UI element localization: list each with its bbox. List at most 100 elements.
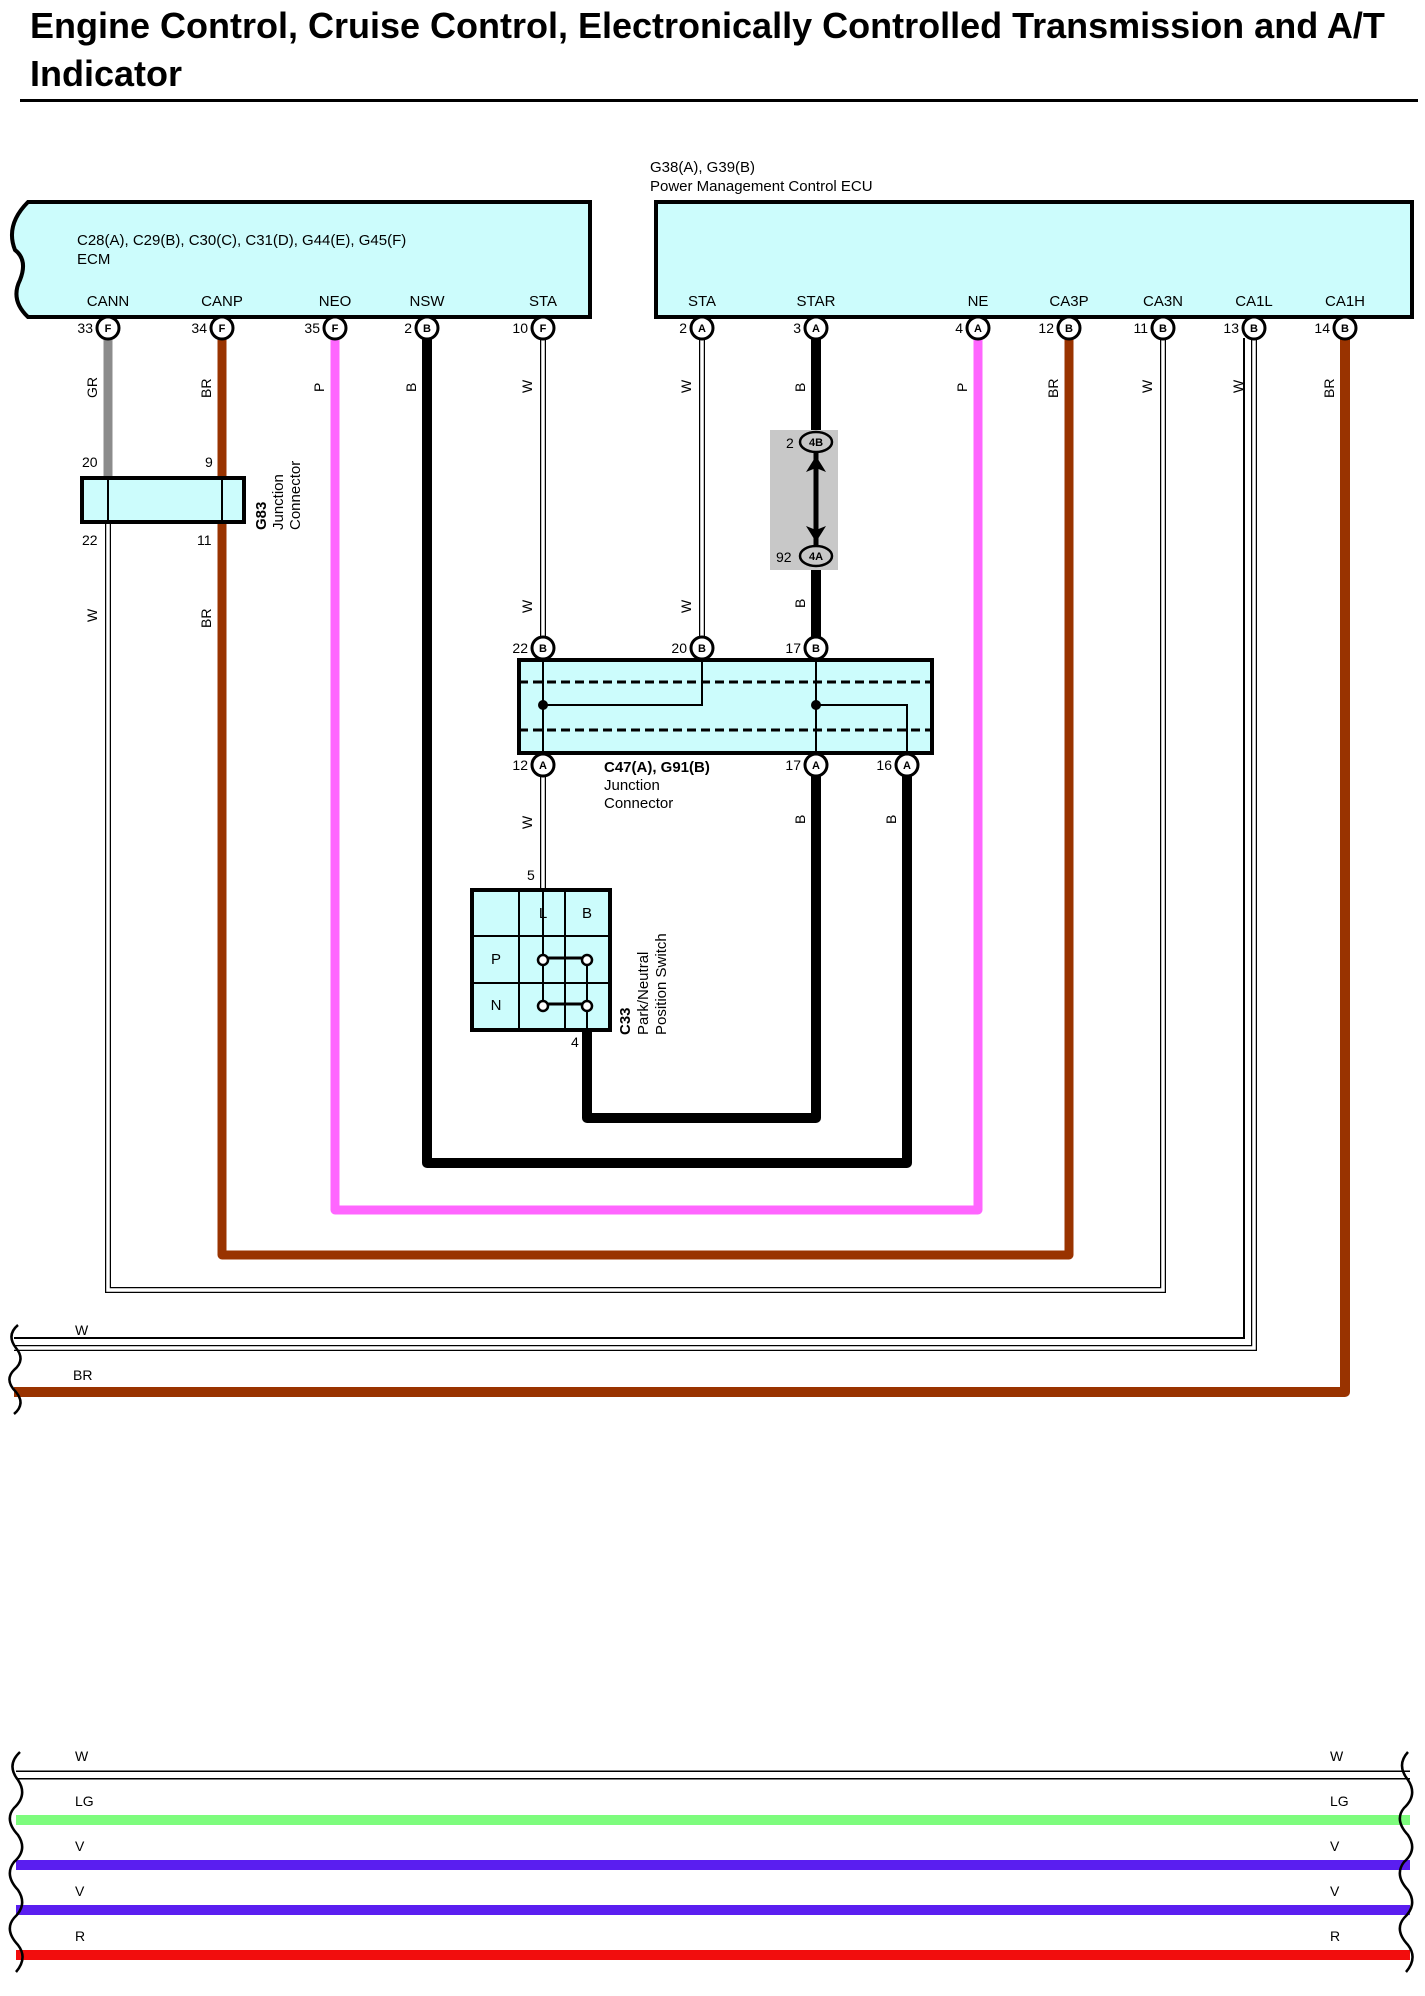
pmecu-box: [654, 200, 1414, 319]
c47-bottom-pin-0-pin: 12: [512, 757, 528, 773]
ecm-pin-sta-conn: F: [540, 323, 547, 335]
c33-pin-4: 4: [571, 1034, 579, 1050]
code-neo: P: [311, 383, 327, 392]
ecm-pin-nsw-pin: 2: [404, 320, 412, 336]
pmecu-pin-ca1h-circle: [1332, 315, 1358, 341]
bus-line-1-label-left: LG: [75, 1793, 94, 1809]
c47-bottom-pin-1-pin: 17: [785, 757, 801, 773]
pmecu-pin-ca3p-circle: [1056, 315, 1082, 341]
code-c47-w-in2: W: [678, 599, 694, 613]
ecm-pin-neo-circle: [322, 315, 348, 341]
code-star-lower: B: [792, 599, 808, 608]
c47-line2: Connector: [604, 795, 673, 812]
bus-line-3-label-left: V: [75, 1883, 85, 1899]
code-nsw: B: [403, 383, 419, 392]
bus-line-0-label-right: W: [1330, 1748, 1344, 1764]
ecm-signal-neo: NEO: [319, 293, 352, 310]
pmecu-pin-ne: A4: [955, 315, 991, 341]
ecm-pin-cann-conn: F: [105, 323, 112, 335]
ecm-pin-canp-pin: 34: [191, 320, 207, 336]
pmecu-pin-ca1h: B14: [1314, 315, 1358, 341]
c47-bottom-pin-2-circle: [894, 752, 920, 778]
pmecu-pin-ca3p-conn: B: [1065, 323, 1073, 335]
pmecu-pin-ca1l-pin: 13: [1223, 320, 1239, 336]
c33-contact-p: [536, 953, 594, 967]
ecm-pin-neo: F35: [304, 315, 348, 341]
g83-pin-11: 11: [197, 532, 212, 548]
pmecu-pin-ne-conn: A: [974, 323, 982, 335]
c47-top-pin-2-pin: 17: [785, 640, 801, 656]
code-c47-w-out: W: [519, 815, 535, 829]
inline-4a-label: 4A: [809, 551, 823, 563]
c47-top-pin-0-circle: [530, 635, 556, 661]
c47-bottom-pin-1: A17: [785, 752, 829, 778]
g83-id: G83: [253, 502, 270, 530]
code-c47-b-out1: B: [792, 815, 808, 824]
title-rule: [20, 99, 1418, 102]
wire-c47-b-out: [582, 773, 821, 1123]
bus-bottom-break-right: [1398, 1751, 1414, 1973]
ecm-pin-sta-circle: [530, 315, 556, 341]
inline-4b-pin: 2: [786, 435, 794, 451]
g83-box: [80, 476, 246, 524]
inline-4b-badge: [798, 430, 834, 454]
pmecu-signal-star: STAR: [797, 293, 836, 310]
code-sta-pm: W: [678, 379, 694, 393]
pmecu-pin-star-pin: 3: [793, 320, 801, 336]
ecm-pin-cann: F33: [77, 315, 121, 341]
pmecu-connectors: G38(A), G39(B): [650, 159, 755, 176]
ecm-signal-canp: CANP: [201, 293, 243, 310]
code-ca3p: BR: [1045, 379, 1061, 398]
inline-4b-label: 4B: [809, 437, 823, 449]
c47-top-pin-1-pin: 20: [671, 640, 687, 656]
pmecu-pin-ca3n: B11: [1133, 315, 1176, 341]
c47-bottom-pin-2: A 16: [876, 752, 920, 778]
pmecu-pin-ne-circle: [965, 315, 991, 341]
c47-bottom-pin-2-pin: 16: [876, 757, 892, 773]
bus-top-br-label: BR: [73, 1367, 92, 1383]
c47-splice-right: [811, 700, 821, 710]
c47-line1: Junction: [604, 777, 660, 794]
pmecu-signal-ca1h: CA1H: [1325, 293, 1365, 310]
pmecu-pin-star: A3: [793, 315, 829, 341]
code-g83-br: BR: [198, 609, 214, 628]
pmecu-pin-star-circle: [803, 315, 829, 341]
c33-pin-5: 5: [527, 867, 535, 883]
c47-bottom-pin-0-conn: A: [539, 760, 547, 772]
pmecu-pin-sta-circle: [689, 315, 715, 341]
ecm-pin-canp: F34: [191, 315, 235, 341]
bus-line-2-label-right: V: [1330, 1838, 1340, 1854]
pmecu-pin-ca3p-pin: 12: [1038, 320, 1054, 336]
g83-pin-20: 20: [82, 454, 98, 470]
inline-connector-arrow-up: [806, 456, 826, 472]
code-canp: BR: [198, 379, 214, 398]
pmecu-pin-ca3n-pin: 11: [1133, 320, 1148, 336]
pmecu-signal-ca1l: CA1L: [1235, 293, 1273, 310]
code-ne: P: [954, 383, 970, 392]
c47-top-pin-2-circle: [803, 635, 829, 661]
pmecu-pin-ca3p: B 12: [1038, 315, 1082, 341]
bus-line-1-label-right: LG: [1330, 1793, 1349, 1809]
g83-line2: Connector: [287, 461, 304, 530]
ecm-pin-cann-circle: [95, 315, 121, 341]
pmecu-pin-sta-conn: A: [698, 323, 706, 335]
inline-connector-arrow-down: [806, 526, 826, 542]
code-c47-w-in: W: [519, 599, 535, 613]
pmecu-pin-sta-pin: 2: [679, 320, 687, 336]
ecm-signal-nsw: NSW: [410, 293, 446, 310]
bus-line-3-label-right: V: [1330, 1883, 1340, 1899]
pmecu-pin-ca3n-circle: [1150, 315, 1176, 341]
code-star: B: [792, 383, 808, 392]
ecm-pin-sta: F10: [512, 315, 556, 341]
ecm-pin-nsw: B2: [404, 315, 440, 341]
c47-bottom-pin-2-conn: A: [903, 760, 911, 772]
c33-line1: Park/Neutral: [635, 952, 652, 1035]
ecm-connectors: C28(A), C29(B), C30(C), C31(D), G44(E), …: [77, 232, 406, 249]
wire-g83-br-loop: [217, 338, 1074, 1260]
c33-col-l: L: [539, 905, 547, 922]
